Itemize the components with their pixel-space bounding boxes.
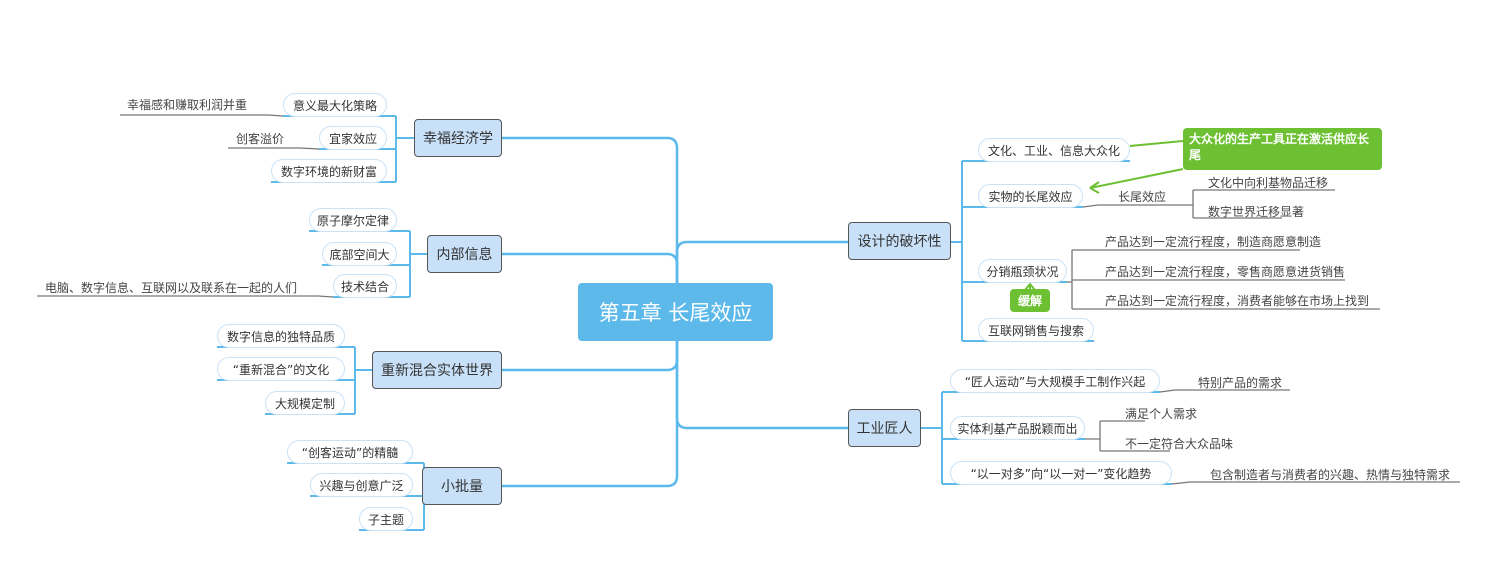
subtopic[interactable]: 底部空间大	[322, 242, 397, 266]
subtopic[interactable]: 文化、工业、信息大众化	[978, 138, 1130, 162]
topic-remix-physical-world[interactable]: 重新混合实体世界	[372, 351, 502, 389]
subtopic[interactable]: “匠人运动”与大规模手工制作兴起	[950, 369, 1160, 393]
topic-industrial-craftsman[interactable]: 工业匠人	[848, 409, 921, 447]
subtopic[interactable]: 数字环境的新财富	[271, 159, 387, 183]
leaf-text[interactable]: 创客溢价	[236, 132, 285, 146]
relation-label[interactable]: 缓解	[1010, 289, 1050, 312]
leaf-text[interactable]: 满足个人需求	[1125, 407, 1198, 421]
leaf-text[interactable]: 产品达到一定流行程度，制造商愿意制造	[1105, 235, 1322, 249]
subtopic[interactable]: 子主题	[359, 507, 413, 531]
leaf-text[interactable]: 数字世界迁移显著	[1208, 205, 1305, 219]
topic-happiness-economics[interactable]: 幸福经济学	[414, 119, 502, 157]
topic-small-batch[interactable]: 小批量	[422, 467, 502, 505]
leaf-text[interactable]: 特别产品的需求	[1198, 376, 1283, 390]
topic-internal-info[interactable]: 内部信息	[427, 235, 502, 273]
leaf-text[interactable]: 包含制造者与消费者的兴趣、热情与独特需求	[1210, 468, 1451, 482]
subtopic[interactable]: 意义最大化策略	[283, 93, 387, 117]
subtopic[interactable]: “重新混合”的文化	[217, 357, 345, 381]
subtopic[interactable]: 实物的长尾效应	[978, 184, 1083, 208]
subtopic[interactable]: 数字信息的独特品质	[217, 324, 345, 348]
subtopic[interactable]: “以一对多”向“以一对一”变化趋势	[950, 461, 1172, 485]
leaf-text[interactable]: 幸福感和赚取利润并重	[127, 98, 248, 112]
leaf-text[interactable]: 文化中向利基物品迁移	[1208, 176, 1329, 190]
subtopic[interactable]: 宜家效应	[319, 126, 387, 150]
callout-note[interactable]: 大众化的生产工具正在激活供应长尾	[1183, 128, 1382, 170]
subtopic[interactable]: 互联网销售与搜索	[978, 318, 1094, 342]
leaf-text[interactable]: 产品达到一定流行程度，零售商愿意进货销售	[1105, 265, 1346, 279]
subtopic[interactable]: “创客运动”的精髓	[287, 440, 413, 464]
leaf-text[interactable]: 长尾效应	[1118, 190, 1167, 204]
topic-design-disruption[interactable]: 设计的破坏性	[848, 222, 951, 260]
central-topic[interactable]: 第五章 长尾效应	[578, 283, 773, 341]
leaf-text[interactable]: 电脑、数字信息、互联网以及联系在一起的人们	[45, 281, 298, 295]
subtopic[interactable]: 原子摩尔定律	[309, 208, 397, 232]
leaf-text[interactable]: 产品达到一定流行程度，消费者能够在市场上找到	[1105, 294, 1370, 308]
subtopic[interactable]: 兴趣与创意广泛	[310, 473, 413, 497]
subtopic[interactable]: 实体利基产品脱颖而出	[950, 416, 1085, 440]
leaf-text[interactable]: 不一定符合大众品味	[1125, 437, 1234, 451]
subtopic[interactable]: 技术结合	[333, 274, 397, 298]
subtopic[interactable]: 分销瓶颈状况	[978, 259, 1067, 283]
subtopic[interactable]: 大规模定制	[265, 391, 345, 415]
